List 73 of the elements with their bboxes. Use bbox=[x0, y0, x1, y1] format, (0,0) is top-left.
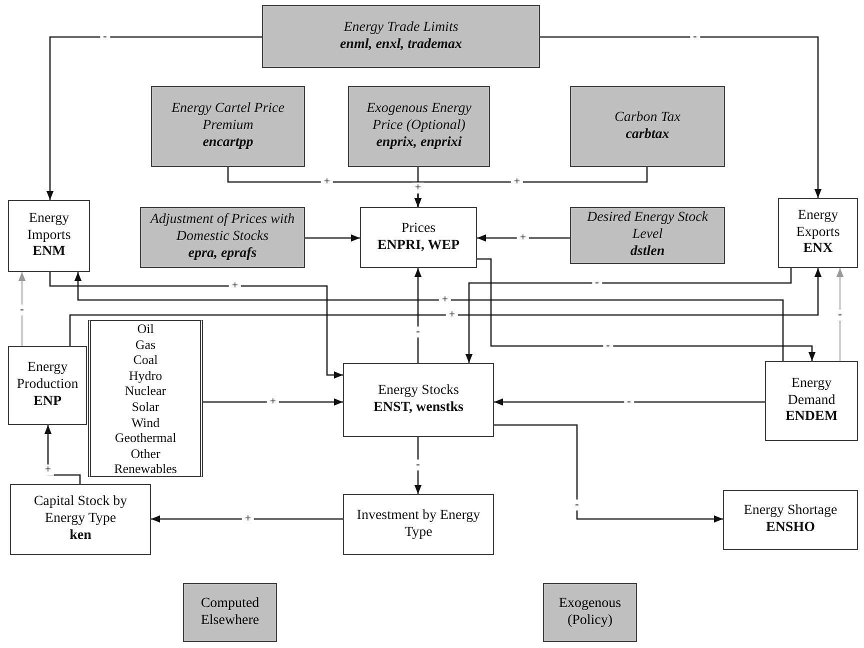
process-box bbox=[343, 363, 494, 437]
node-title: Carbon Tax bbox=[614, 110, 680, 126]
process-box bbox=[765, 361, 858, 441]
input-box bbox=[262, 5, 540, 68]
list-item: Hydro bbox=[128, 368, 162, 384]
variable-name: carbtax bbox=[626, 126, 670, 144]
connector-arrow bbox=[414, 268, 422, 363]
node-title: Energy Demand bbox=[786, 376, 836, 410]
connector-arrow bbox=[477, 258, 816, 361]
connector-arrow bbox=[465, 268, 792, 363]
connector-arrow bbox=[494, 424, 723, 523]
legend-label: Exogenous (Policy) bbox=[558, 596, 622, 630]
node-title: Prices bbox=[401, 220, 436, 238]
process-box bbox=[360, 207, 477, 268]
connector-arrow bbox=[49, 272, 343, 379]
variable-name: ENX bbox=[803, 241, 833, 258]
variable-name: epra, eprafs bbox=[188, 246, 257, 263]
node-title: Energy Trade Limits bbox=[344, 20, 458, 36]
list-item: Gas bbox=[135, 336, 156, 352]
list-item: Coal bbox=[133, 352, 158, 368]
list-item: Solar bbox=[132, 398, 160, 415]
list-item: Renewables bbox=[114, 461, 177, 477]
connector-arrow bbox=[151, 515, 343, 523]
connector-arrow bbox=[540, 36, 822, 198]
variable-name: ENP bbox=[34, 394, 62, 411]
list-item: Nuclear bbox=[124, 383, 166, 399]
input-box bbox=[570, 207, 725, 264]
connector-arrow bbox=[305, 234, 360, 242]
node-title: Energy Stocks bbox=[378, 383, 459, 400]
edge-label: + bbox=[412, 182, 424, 194]
variable-name: ENDEM bbox=[785, 409, 838, 426]
legend-label: Computed Elsewhere bbox=[200, 596, 260, 630]
connector-arrow bbox=[494, 398, 765, 406]
node-title: Energy Imports bbox=[26, 210, 72, 244]
variable-name: ENST, wenstks bbox=[374, 400, 464, 417]
variable-name: ENM bbox=[32, 244, 66, 262]
variable-name: enml, enxl, trademax bbox=[340, 36, 462, 54]
connector-arrow bbox=[44, 425, 81, 484]
connector-arrow bbox=[414, 437, 422, 494]
connector-arrow bbox=[414, 167, 648, 207]
variable-name: ENSHO bbox=[766, 520, 815, 537]
process-box bbox=[10, 484, 151, 555]
connector-arrow bbox=[74, 272, 784, 361]
process-box bbox=[8, 346, 87, 425]
list-item: Wind bbox=[131, 414, 160, 430]
node-title: Investment by Energy Type bbox=[356, 508, 482, 542]
variable-name: dstlen bbox=[630, 244, 665, 261]
connector-arrow bbox=[46, 36, 262, 200]
input-box bbox=[151, 86, 305, 167]
variable-name: ken bbox=[70, 528, 92, 545]
list-item: Other bbox=[130, 446, 160, 462]
input-box bbox=[570, 86, 725, 167]
process-box bbox=[8, 200, 90, 272]
variable-name: enprix, enprixi bbox=[376, 134, 462, 152]
energy-type-list-box bbox=[88, 320, 203, 477]
list-item: Oil bbox=[137, 321, 154, 337]
connector-arrow bbox=[69, 268, 822, 346]
process-box bbox=[778, 198, 858, 268]
node-title: Energy Production bbox=[16, 360, 80, 394]
input-box bbox=[140, 207, 305, 268]
connector-arrow bbox=[477, 234, 570, 242]
connector-arrow bbox=[836, 268, 844, 362]
connector-arrow bbox=[18, 272, 26, 346]
variable-name: encartpp bbox=[202, 134, 254, 152]
list-item: Geothermal bbox=[114, 430, 176, 446]
process-box bbox=[723, 490, 858, 550]
node-title: Exogenous Energy Price (Optional) bbox=[366, 101, 472, 135]
variable-name: ENPRI, WEP bbox=[377, 238, 460, 254]
node-title: Energy Shortage bbox=[744, 503, 838, 520]
input-box bbox=[348, 86, 490, 167]
process-box bbox=[343, 494, 494, 555]
node-title: Energy Exports bbox=[795, 208, 841, 242]
connector-arrow bbox=[203, 398, 343, 406]
